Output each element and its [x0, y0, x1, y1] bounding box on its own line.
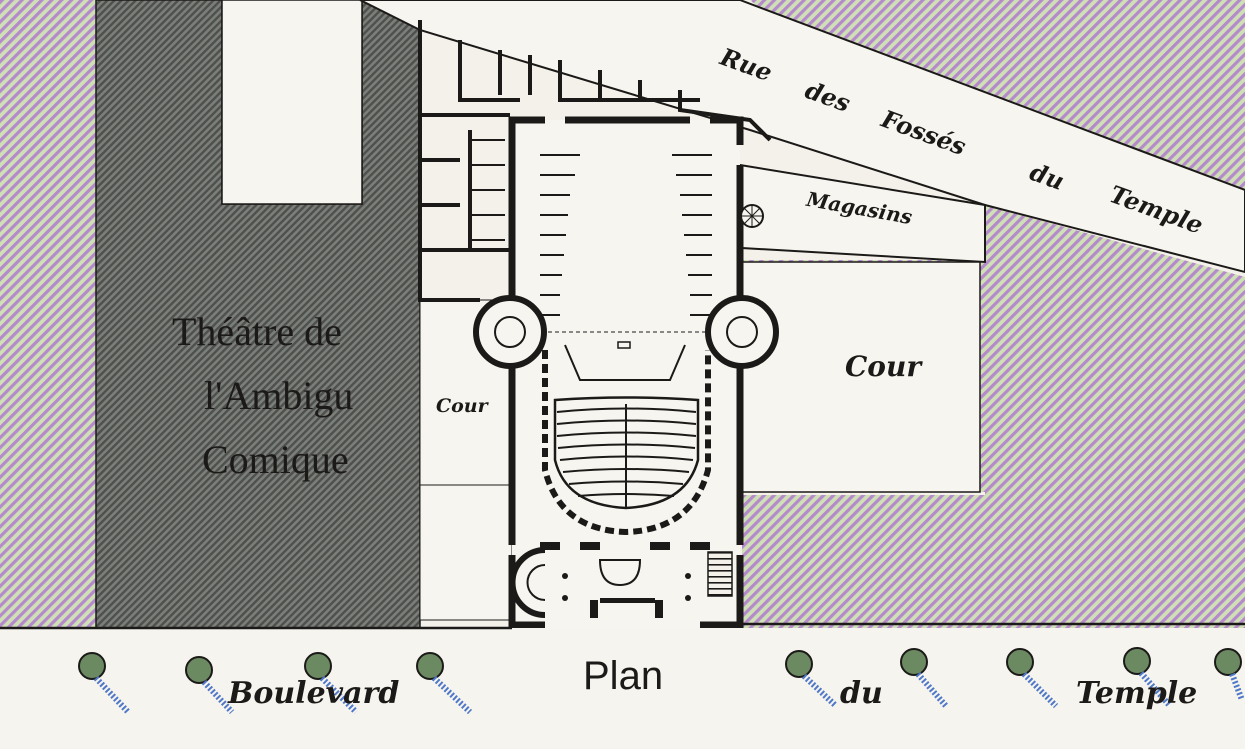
theatre-label-line-2: l'Ambigu [204, 373, 354, 418]
cour-west-label: Cour [436, 395, 488, 417]
stair-tower-lobby [509, 547, 546, 618]
tree-icon [1123, 647, 1173, 708]
stair-tower-east [705, 295, 779, 369]
tree-icon [416, 652, 473, 715]
tree-icon [1006, 648, 1059, 709]
boulevard-word-1: Boulevard [228, 676, 400, 711]
built-area-west [0, 0, 96, 628]
boulevard-word-3: Temple [1076, 676, 1198, 711]
tree-icon [900, 648, 949, 708]
service-rooms [418, 20, 772, 302]
boulevard-word-2: du [840, 676, 883, 711]
tree-icon [785, 650, 839, 709]
tree-icon [1214, 648, 1245, 702]
cour-east-label: Cour [845, 350, 922, 383]
plan-title: Plan [583, 654, 664, 698]
cour-east-area [741, 261, 981, 493]
tree-icon [185, 656, 235, 715]
tree-icon [304, 652, 359, 715]
spiral-stair-magasins [740, 204, 764, 228]
ambigu-courtyard [221, 0, 363, 205]
boulevard-du-temple [0, 628, 1245, 749]
tree-icon [78, 652, 131, 715]
theatre-label-line-3: Comique [202, 437, 349, 482]
built-area-southeast [742, 205, 1245, 624]
stair-tower-west [473, 295, 547, 369]
theatre-label-line-1: Théâtre de [172, 309, 342, 354]
theatre-building [472, 116, 744, 645]
built-area-northeast [752, 0, 1245, 190]
rue-des-fosses-du-temple [359, 0, 1245, 274]
